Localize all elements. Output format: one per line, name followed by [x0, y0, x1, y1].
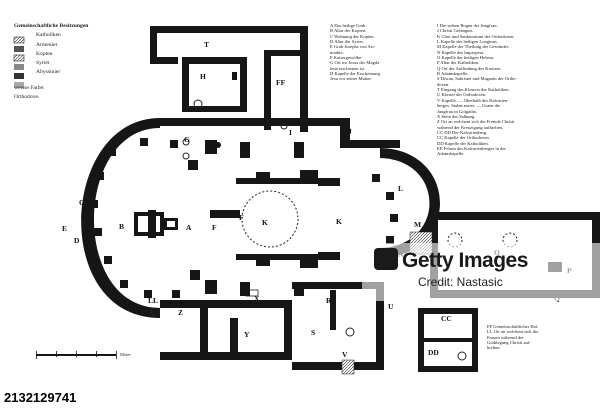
- plan-label: I: [289, 128, 292, 137]
- plan-label: G: [184, 135, 190, 144]
- plan-label: FF: [276, 78, 286, 87]
- key-entry: Jesu vor seiner Mutter.: [330, 76, 372, 82]
- key-entry: mathia.: [330, 49, 344, 55]
- key-entry: U Kloster der Orthodoxen.: [437, 92, 487, 98]
- key-column-2: I Die sieben Bogen der Jungfrau. J Chris…: [437, 23, 517, 157]
- plan-label: V: [342, 350, 348, 359]
- ownership-legend-note: weisse Farbe:: [14, 84, 45, 91]
- watermark-backdrop: [362, 243, 608, 301]
- plan-label: F: [239, 213, 244, 222]
- key-entry: Jungfrau in Golgatha.: [437, 108, 477, 114]
- key-entry: T Eingang des Klosters der Katholiken.: [437, 87, 510, 93]
- catholicon: [205, 140, 398, 296]
- plan-label: R: [326, 296, 332, 305]
- key-entry: Frauen während der: [487, 334, 524, 340]
- plan-label: D: [74, 236, 80, 245]
- key-entry: hielten.: [487, 345, 501, 351]
- plan-label: LL: [148, 296, 159, 305]
- ownership-legend-item: Katholiken: [36, 32, 61, 39]
- key-entry: M Kapelle der Theilung der Gewänder.: [437, 44, 510, 50]
- ownership-legend: Gemeinschaftliche Besitzungen Katholiken…: [14, 22, 88, 102]
- key-entry: CC Kapelle der Orthodoxen.: [437, 135, 490, 141]
- plan-label: K: [336, 217, 342, 226]
- ownership-legend-item: Syrier: [36, 60, 50, 67]
- plan-label: F: [212, 223, 217, 232]
- plan-label: B: [119, 222, 125, 231]
- key-entry: E Grab Josephs von Ari-: [330, 44, 376, 50]
- watermark-credit-center: Credit: Nastasic: [418, 275, 503, 289]
- key-entry: S Diwan, Sakristei und Magazin der Ortho…: [437, 76, 517, 82]
- plan-label: K: [262, 218, 268, 227]
- plan-label: H: [200, 72, 206, 81]
- ownership-legend-title: Gemeinschaftliche Besitzungen: [14, 23, 89, 29]
- key-entry: R Adamskapelle.: [437, 71, 469, 77]
- watermark-brand: Getty Images: [402, 249, 528, 272]
- key-entry: CC DD Der Kalvarienberg.: [437, 129, 488, 135]
- key-entry: DD Kapelle der Katholiken.: [437, 140, 489, 146]
- rotunda-piers: [90, 138, 200, 298]
- key-entry: J Christi Gefängnis.: [437, 28, 474, 34]
- plan-label: C: [79, 198, 85, 207]
- edicule: [134, 210, 178, 238]
- key-entry: Q Ort der Auffindung des Kreuzes.: [437, 65, 502, 71]
- key-entry: K Chor und Sanktuarium der Orthodoxen.: [437, 33, 515, 39]
- walls: [81, 26, 600, 372]
- plan-label: Y: [244, 330, 250, 339]
- key-entry: Z Ort an welchem sich die Fremde Christi: [437, 119, 515, 125]
- plan-label: M: [414, 220, 422, 229]
- key-entry: N Kapelle des Impropera.: [437, 49, 485, 55]
- key-column-1: A Das heilige Grab. B Altar der Kopten. …: [330, 23, 381, 82]
- plan-label: CC: [441, 314, 452, 323]
- key-entry: Grablegung Christi auf-: [487, 340, 531, 346]
- key-entry: P Altar der Katholiken.: [437, 60, 480, 66]
- plan-label: L: [398, 184, 404, 193]
- plan-label: U: [388, 302, 394, 311]
- key-entry: O Kapelle der heiligen Helena.: [437, 55, 495, 61]
- key-entry: I Die sieben Bogen der Jungfrau.: [437, 23, 498, 28]
- key-entry: doxen.: [437, 81, 450, 87]
- key-entry: A Das heilige Grab.: [330, 23, 367, 28]
- plan-label: A: [186, 223, 192, 232]
- ownership-legend-item: Abyssinier: [36, 69, 61, 76]
- plan-label: T: [204, 40, 210, 49]
- ownership-legend-note: Orthodoxe.: [14, 94, 40, 101]
- key-entry: C Wohnung der Kopten.: [330, 33, 375, 39]
- key-entry: F Kaisergewölbe.: [330, 55, 363, 61]
- scale-label: Meter: [120, 352, 131, 357]
- key-entry: berges. Stabat mater. — Unten die: [437, 103, 501, 109]
- ownership-swatches: [13, 36, 25, 88]
- key-entry: LL Ort an welchem sich die: [487, 329, 539, 335]
- key-entry: Adamskapelle.: [437, 151, 465, 157]
- plan-label: X: [254, 294, 260, 303]
- ownership-legend-item: Armenier: [36, 41, 58, 48]
- watermark-image-id: 2132129741: [4, 390, 77, 405]
- key-entry: D Altar der Syrier.: [330, 39, 364, 45]
- key-entry: X Stein der Salbung.: [437, 113, 476, 119]
- key-entry: EE Felsen des Kalvarienberges in der: [437, 145, 506, 151]
- key-entry: lena erschienen ist.: [330, 65, 366, 71]
- key-column-3: FF Gemeinschaftlicher Hof. LL Ort an wel…: [487, 324, 539, 351]
- key-entry: G Ort wo Jesus der Magda-: [330, 60, 381, 66]
- ownership-legend-item: Kopten: [36, 50, 53, 57]
- key-entry: B Altar der Kopten.: [330, 28, 367, 34]
- key-entry: L Kapelle des heiligen Longinus.: [437, 39, 498, 45]
- key-entry: FF Gemeinschaftlicher Hof.: [487, 324, 539, 329]
- scale-bar: [36, 351, 117, 359]
- plan-label: E: [62, 224, 68, 233]
- watermark-footer: 2132129741: [0, 385, 612, 408]
- plan-label: Z: [178, 308, 184, 317]
- plan-label: S: [311, 328, 316, 337]
- watermark-logo: Getty Images: [374, 248, 528, 273]
- plan-label: J: [348, 127, 352, 136]
- getty-logo-icon: [374, 248, 398, 270]
- key-entry: H Kapelle der Erscheinung: [330, 71, 380, 77]
- key-entry: V Kapelle, — Oberhalb des Kalvarien-: [437, 97, 509, 103]
- key-entry: während der Kreuzigung aufhielten.: [437, 124, 504, 130]
- plan-label: DD: [428, 348, 439, 357]
